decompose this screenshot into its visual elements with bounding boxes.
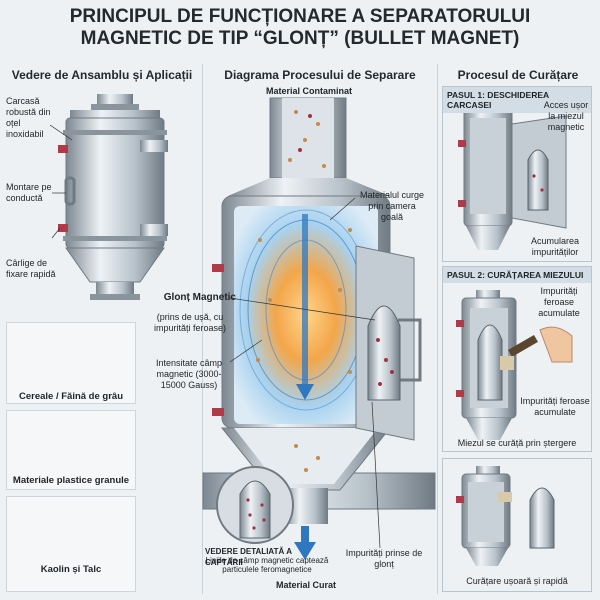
outlet-label: Material Curat [275,580,337,590]
step2-title: PASUL 2: CURĂȚAREA MIEZULUI [443,267,591,283]
bullet-core-icon [367,305,401,401]
step2-caption: Miezul se curăță prin ștergere [457,438,577,448]
captured-label: Impurități prinse de glonț [345,548,423,569]
core-label: Glonț Magnetic [163,292,236,303]
material-label-grain: Cereale / Făină de grâu [18,391,123,402]
title-line-1: PRINCIPUL DE FUNCȚIONARE A SEPARATORULUI [69,6,531,27]
material-label-plastic: Materiale plastice granule [12,475,130,486]
flow-label: Materialul curge prin camera goală [359,190,425,222]
flow-arrow-icon [296,214,314,400]
clamp-icon [58,224,68,232]
material-label-kaolin: Kaolin și Talc [40,564,102,575]
callout-housing: Carcasă robustă din oțel inoxidabil [6,96,51,139]
assembly-unit [49,94,168,300]
material-card-grain [6,322,136,404]
inlet-label: Material Contaminat [265,86,352,96]
step2-panel: PASUL 2: CURĂȚAREA MIEZULUI [442,266,592,452]
main-title: PRINCIPUL DE FUNCȚIONARE A SEPARATORULUI… [0,6,600,50]
right-heading: Procesul de Curățare [457,68,579,82]
step3-panel [442,458,592,592]
title-line-2: MAGNETIC DE TIP “GLONȚ” (BULLET MAGNET) [80,28,520,49]
particles [256,110,352,472]
callout-clamps: Cârlige de fixare rapidă [6,258,56,279]
step1-accum: Acumularea impurităților [530,236,580,257]
column-divider-right [437,64,438,594]
column-divider-left [202,64,203,594]
detail-magnifier [216,466,294,544]
clamp-icon [58,145,68,153]
material-card-plastic [6,410,136,490]
center-heading: Diagrama Procesului de Separare [224,68,416,82]
field-label: Intensitate câmp magnetic (3000-15000 Ga… [155,358,223,390]
core-note: (prins de ușă, cu impurități feroase) [153,312,227,333]
separator-cross-section [202,97,436,560]
step1-panel: PASUL 1: DESCHIDEREA CARCASEI [442,86,592,262]
step1-note: Acces ușor la miezul magnetic [543,100,589,132]
callout-mount: Montare pe conductă [6,182,52,203]
step2-bottom-note: Impurități feroase acumulate [520,396,590,417]
step2-top-note: Impurități feroase acumulate [538,286,580,318]
step1-title: PASUL 1: DESCHIDEREA CARCASEI [443,87,591,113]
detail-title: VEDERE DETALIATĂ A CAPTĂRII [205,547,292,567]
step3-caption: Curățare ușoară și rapidă [466,576,568,586]
left-heading: Vedere de Ansamblu și Aplicații [11,68,193,82]
material-card-kaolin [6,496,136,592]
detail-text: Liniile de câmp magnetic captează partic… [205,556,329,574]
